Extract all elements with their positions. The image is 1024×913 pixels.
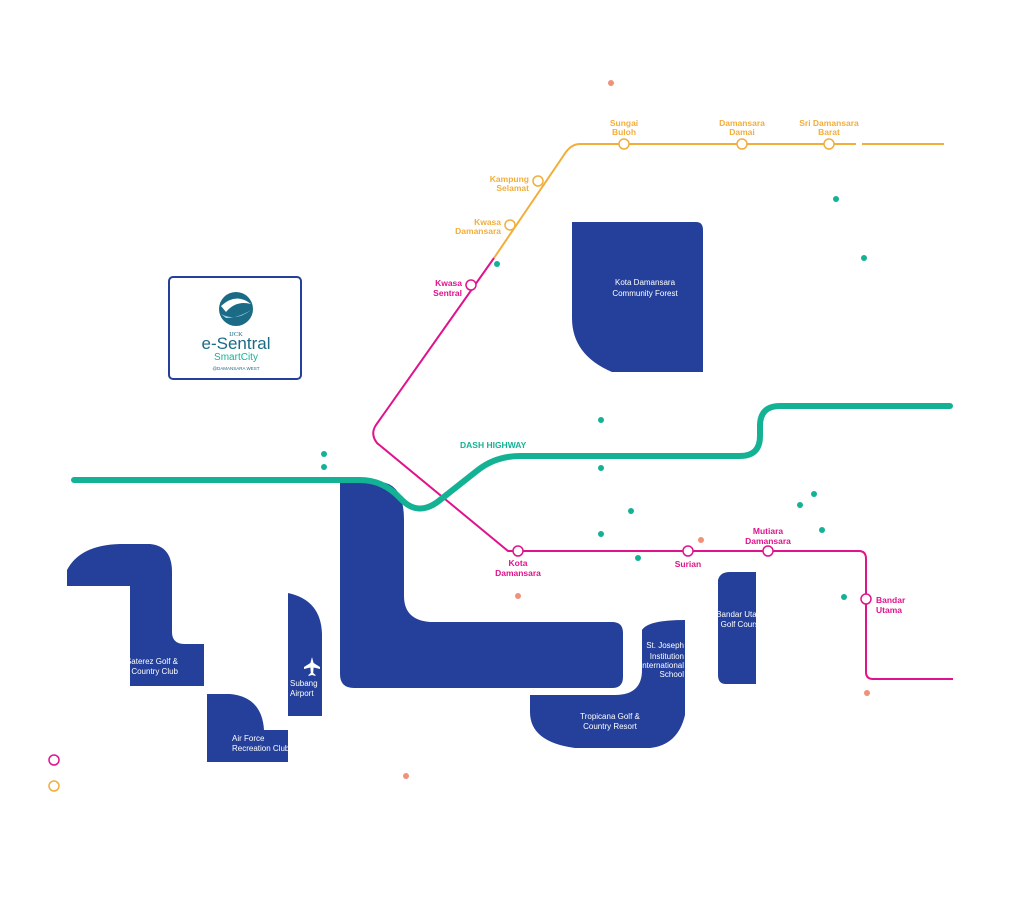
label-damansara-damai-1: Damansara [719, 118, 765, 128]
label-mutiara-damansara-2: Damansara [745, 536, 791, 546]
label-sungai-buloh-1: Sungai [610, 118, 638, 128]
label-damansara-damai-2: Damai [729, 127, 755, 137]
logo-brand-name: e-Sentral [202, 334, 271, 353]
bu-golf-label-1: Bandar Utama [716, 610, 768, 619]
label-mutiara-damansara-1: Mutiara [753, 526, 784, 536]
logo-brand-small: IJCK [229, 331, 243, 338]
station-mutiara-damansara[interactable] [762, 545, 774, 557]
kd-forest-label-1: Kota Damansara [615, 278, 676, 287]
magenta-rail-line [372, 257, 953, 680]
label-kampung-selamat-1: Kampung [490, 174, 529, 184]
magenta-ring-icon [48, 754, 60, 766]
label-kota-damansara-2: Damansara [495, 568, 541, 578]
air-force-area[interactable] [207, 694, 288, 762]
label-surian: Surian [675, 559, 701, 569]
dash-highway-label: DASH HIGHWAY [460, 440, 527, 450]
air-force-label-1: Air Force [232, 734, 265, 743]
station-surian[interactable] [682, 545, 694, 557]
subang-label-2: Airport [290, 689, 314, 698]
label-sungai-buloh-2: Buloh [612, 127, 636, 137]
l-shaped-block[interactable] [340, 482, 623, 688]
station-damansara-damai[interactable] [736, 138, 748, 150]
kd-community-forest-area[interactable] [572, 222, 703, 372]
label-kwasa-sentral-1: Kwasa [435, 278, 462, 288]
subang-airport-area[interactable] [288, 593, 322, 716]
label-kwasa-damansara-1: Kwasa [474, 217, 501, 227]
bu-golf-label-2: Golf Course [721, 620, 764, 629]
label-sri-damansara-barat-2: Barat [818, 127, 840, 137]
station-sungai-buloh[interactable] [618, 138, 630, 150]
airplane-icon [304, 657, 320, 676]
st-joseph-label-3: International [640, 661, 684, 670]
st-joseph-label-4: School [660, 670, 685, 679]
e-sentral-emblem-icon [219, 292, 253, 326]
station-kwasa-sentral[interactable] [465, 279, 477, 291]
saujana-label-1: Saterez Golf & [126, 657, 179, 666]
e-sentral-logo-card: IJCK e-Sentral SmartCity @DAMANSARA WEST [168, 276, 302, 380]
station-kampung-selamat[interactable] [532, 175, 544, 187]
kd-forest-label-2: Community Forest [612, 289, 678, 298]
air-force-label-2: Recreation Club [232, 744, 290, 753]
bandar-utama-golf-area[interactable] [718, 572, 756, 684]
tropicana-label-1: Tropicana Golf & [580, 712, 640, 721]
label-kwasa-sentral-2: Sentral [433, 288, 462, 298]
station-sri-damansara-barat[interactable] [823, 138, 835, 150]
place-labels: Kota Damansara Community Forest Saterez … [126, 278, 768, 753]
station-kota-damansara[interactable] [512, 545, 524, 557]
orange-ring-icon [48, 780, 60, 792]
label-kwasa-damansara-2: Damansara [455, 226, 501, 236]
station-bandar-utama[interactable] [860, 593, 872, 605]
logo-tagline: SmartCity [214, 352, 258, 363]
st-joseph-label-1: St. Joseph [646, 641, 684, 650]
tropicana-label-2: Country Resort [583, 722, 638, 731]
orange-rail-line [493, 143, 944, 259]
label-bandar-utama-2: Utama [876, 605, 902, 615]
legend [48, 754, 60, 792]
landmark-areas [67, 222, 756, 762]
subang-label-1: Subang [290, 679, 318, 688]
logo-location: @DAMANSARA WEST [212, 366, 259, 371]
stations [465, 138, 872, 605]
saujana-golf-area[interactable] [67, 544, 204, 686]
label-kota-damansara-1: Kota [509, 558, 528, 568]
label-sri-damansara-barat-1: Sri Damansara [799, 118, 859, 128]
label-kampung-selamat-2: Selamat [496, 183, 529, 193]
saujana-label-2: Country Club [131, 667, 178, 676]
label-bandar-utama-1: Bandar [876, 595, 906, 605]
decor-dots [321, 80, 870, 779]
st-joseph-label-2: Institution [650, 652, 684, 661]
station-labels: Sungai Buloh Damansara Damai Sri Damansa… [433, 118, 906, 615]
station-kwasa-damansara[interactable] [504, 219, 516, 231]
dash-highway-line [71, 403, 953, 512]
tropicana-golf-area[interactable] [530, 620, 685, 748]
